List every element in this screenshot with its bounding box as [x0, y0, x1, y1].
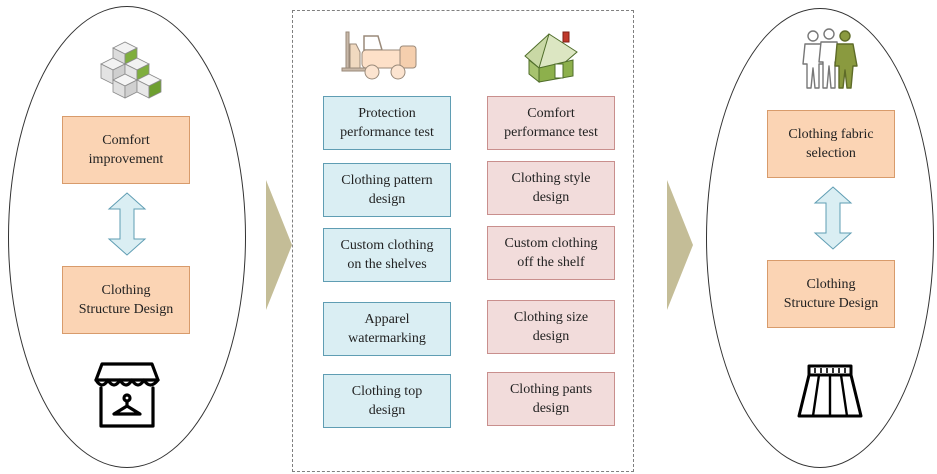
clothing-top-design-box: Clothing top design — [323, 374, 451, 428]
forklift-icon — [341, 31, 417, 80]
clothing-pattern-design-box: Clothing pattern design — [323, 163, 451, 217]
skirt-icon — [797, 364, 863, 418]
clothing-style-design-box: Clothing style design — [487, 161, 615, 215]
flow-arrow-left — [266, 180, 292, 310]
clothing-structure-design-box-right: Clothing Structure Design — [767, 260, 895, 328]
comfort-performance-test-box: Comfort performance test — [487, 96, 615, 150]
house-icon — [524, 31, 578, 84]
clothing-size-design-box: Clothing size design — [487, 300, 615, 354]
custom-clothing-on-shelves-box: Custom clothing on the shelves — [323, 228, 451, 282]
people-icon — [802, 28, 858, 89]
apparel-watermarking-box: Apparel watermarking — [323, 302, 451, 356]
custom-clothing-off-shelf-box: Custom clothing off the shelf — [487, 226, 615, 280]
bidirectional-arrow-right — [813, 186, 853, 250]
clothing-pants-design-box: Clothing pants design — [487, 372, 615, 426]
comfort-improvement-box: Comfort improvement — [62, 116, 190, 184]
center-panel — [292, 10, 634, 472]
cubes-icon — [100, 41, 162, 99]
storefront-icon — [94, 362, 160, 428]
flow-arrow-right — [667, 180, 693, 310]
clothing-structure-design-box-left: Clothing Structure Design — [62, 266, 190, 334]
protection-performance-test-box: Protection performance test — [323, 96, 451, 150]
bidirectional-arrow-left — [107, 192, 147, 256]
clothing-fabric-selection-box: Clothing fabric selection — [767, 110, 895, 178]
